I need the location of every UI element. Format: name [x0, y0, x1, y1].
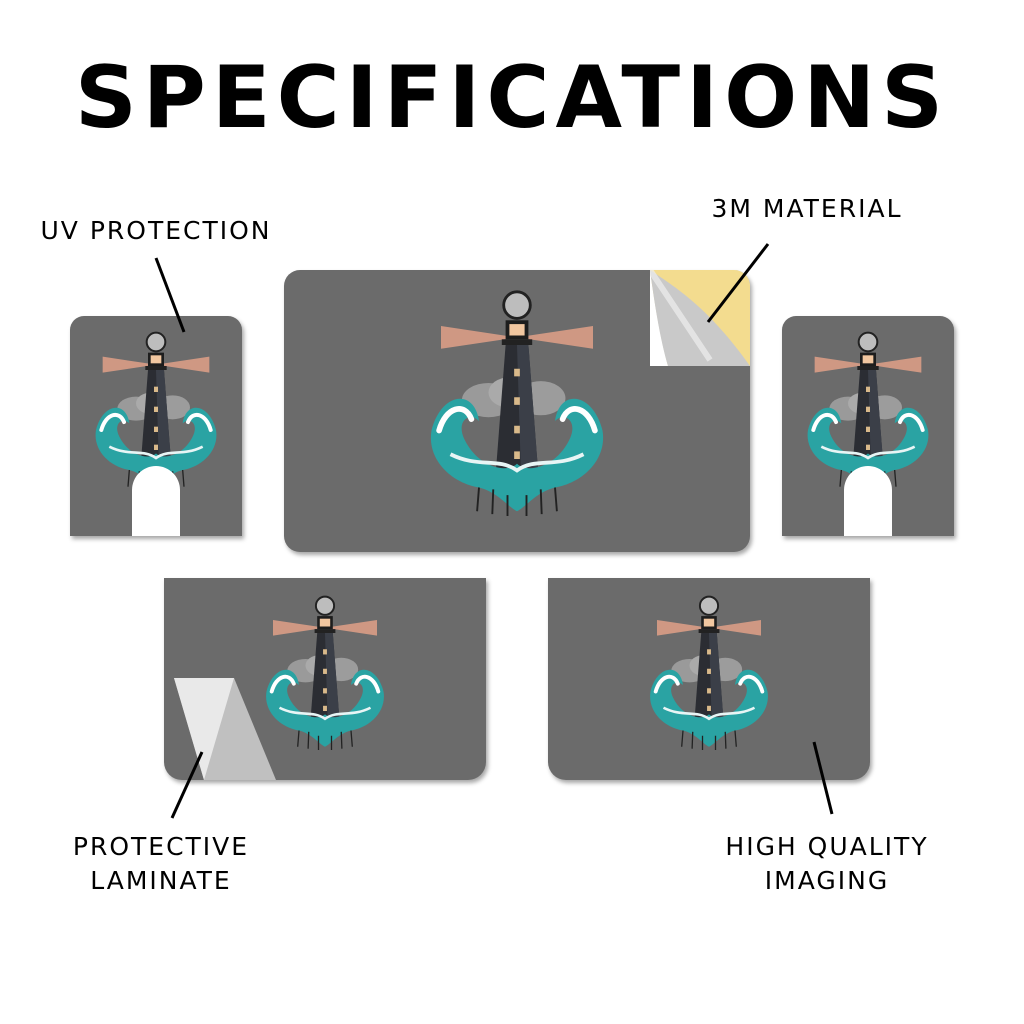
page-title: SPECIFICATIONS — [74, 48, 950, 148]
right-side-panel — [782, 316, 954, 536]
peeled-corner-icon — [650, 270, 750, 366]
protective-laminate-line2: LAMINATE — [90, 866, 232, 895]
high-quality-imaging-line1: HIGH QUALITY — [725, 832, 929, 861]
uv-protection-label: UV PROTECTION — [40, 216, 272, 245]
uv-callout-line — [154, 257, 186, 333]
3m-material-label: 3M MATERIAL — [711, 194, 903, 223]
panel-cutout — [132, 466, 180, 536]
protective-laminate-label: PROTECTIVE LAMINATE — [52, 830, 270, 898]
protective-laminate-line1: PROTECTIVE — [72, 832, 250, 861]
center-main-panel — [284, 270, 750, 552]
panel-cutout — [844, 466, 892, 536]
left-side-panel — [70, 316, 242, 536]
imaging-callout-line — [812, 741, 834, 815]
laminate-callout-line — [170, 751, 204, 819]
material-callout-line — [706, 243, 770, 323]
high-quality-imaging-line2: IMAGING — [764, 866, 890, 895]
high-quality-imaging-label: HIGH QUALITY IMAGING — [712, 830, 942, 898]
